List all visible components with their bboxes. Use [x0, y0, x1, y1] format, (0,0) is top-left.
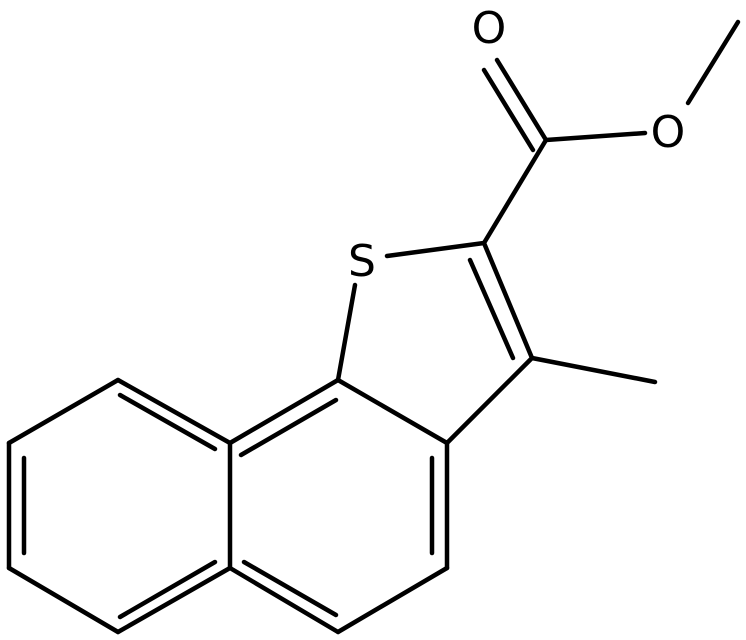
bond-double-inner — [241, 559, 339, 618]
bond-double-inner — [238, 397, 339, 458]
bond — [6, 377, 121, 446]
carbonyl-double-bond — [494, 57, 549, 143]
bond — [481, 240, 535, 361]
bond — [6, 565, 121, 635]
bond — [335, 377, 450, 446]
methoxy-bond — [685, 19, 741, 106]
bond — [115, 377, 233, 446]
ester-oxygen-label: O — [651, 107, 686, 158]
carbonyl-double-bond — [481, 67, 536, 153]
sulfur-atom-label: S — [348, 236, 376, 287]
bond — [227, 377, 341, 446]
bond — [227, 565, 341, 635]
methyl-bond — [529, 355, 658, 385]
bond-double-inner — [117, 392, 218, 452]
bond — [115, 565, 233, 635]
bond — [481, 137, 549, 246]
ester-group — [481, 19, 741, 246]
carbonyl-oxygen-label: O — [472, 3, 507, 54]
bond — [335, 565, 450, 635]
benzene-ring-left — [6, 377, 233, 635]
bond — [384, 240, 487, 259]
bond — [543, 130, 648, 143]
bond-double-inner — [467, 257, 516, 361]
bond — [444, 355, 535, 446]
benzene-ring-middle — [227, 377, 450, 635]
thiophene-ring — [335, 240, 535, 446]
bond — [335, 282, 358, 383]
bond-double-inner — [117, 559, 218, 620]
